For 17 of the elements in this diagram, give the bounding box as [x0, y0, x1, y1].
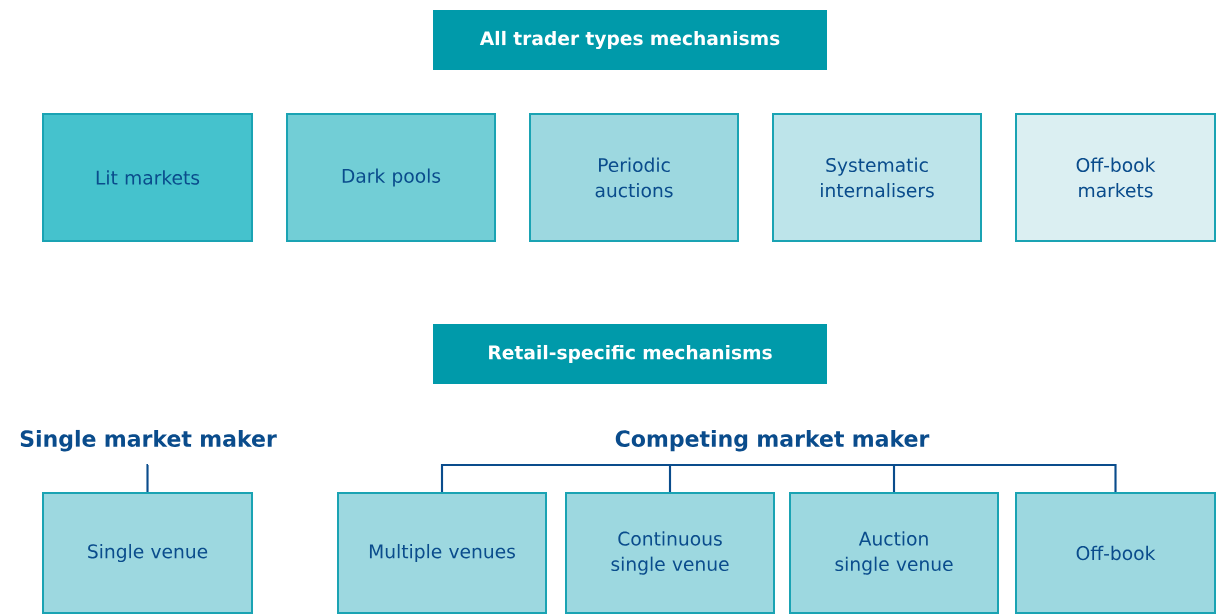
mechanism-box: Off-book — [1015, 492, 1216, 614]
group-heading: Competing market maker — [615, 429, 930, 452]
mechanism-box: Off-book markets — [1015, 113, 1216, 242]
mechanism-box: Periodic auctions — [529, 113, 739, 242]
mechanism-box: Multiple venues — [337, 492, 547, 614]
connector-line — [772, 463, 1117, 492]
group-heading: Single market maker — [20, 429, 277, 452]
connector-line — [146, 463, 150, 492]
mechanism-box: Dark pools — [286, 113, 496, 242]
mechanism-box: Auction single venue — [789, 492, 999, 614]
mechanism-box: Single venue — [42, 492, 253, 614]
header-box: Retail-specific mechanisms — [433, 324, 827, 384]
mechanism-box: Systematic internalisers — [772, 113, 982, 242]
mechanism-box: Continuous single venue — [565, 492, 775, 614]
connector-line — [668, 463, 772, 492]
mechanism-box: Lit markets — [42, 113, 253, 242]
header-box: All trader types mechanisms — [433, 10, 827, 70]
